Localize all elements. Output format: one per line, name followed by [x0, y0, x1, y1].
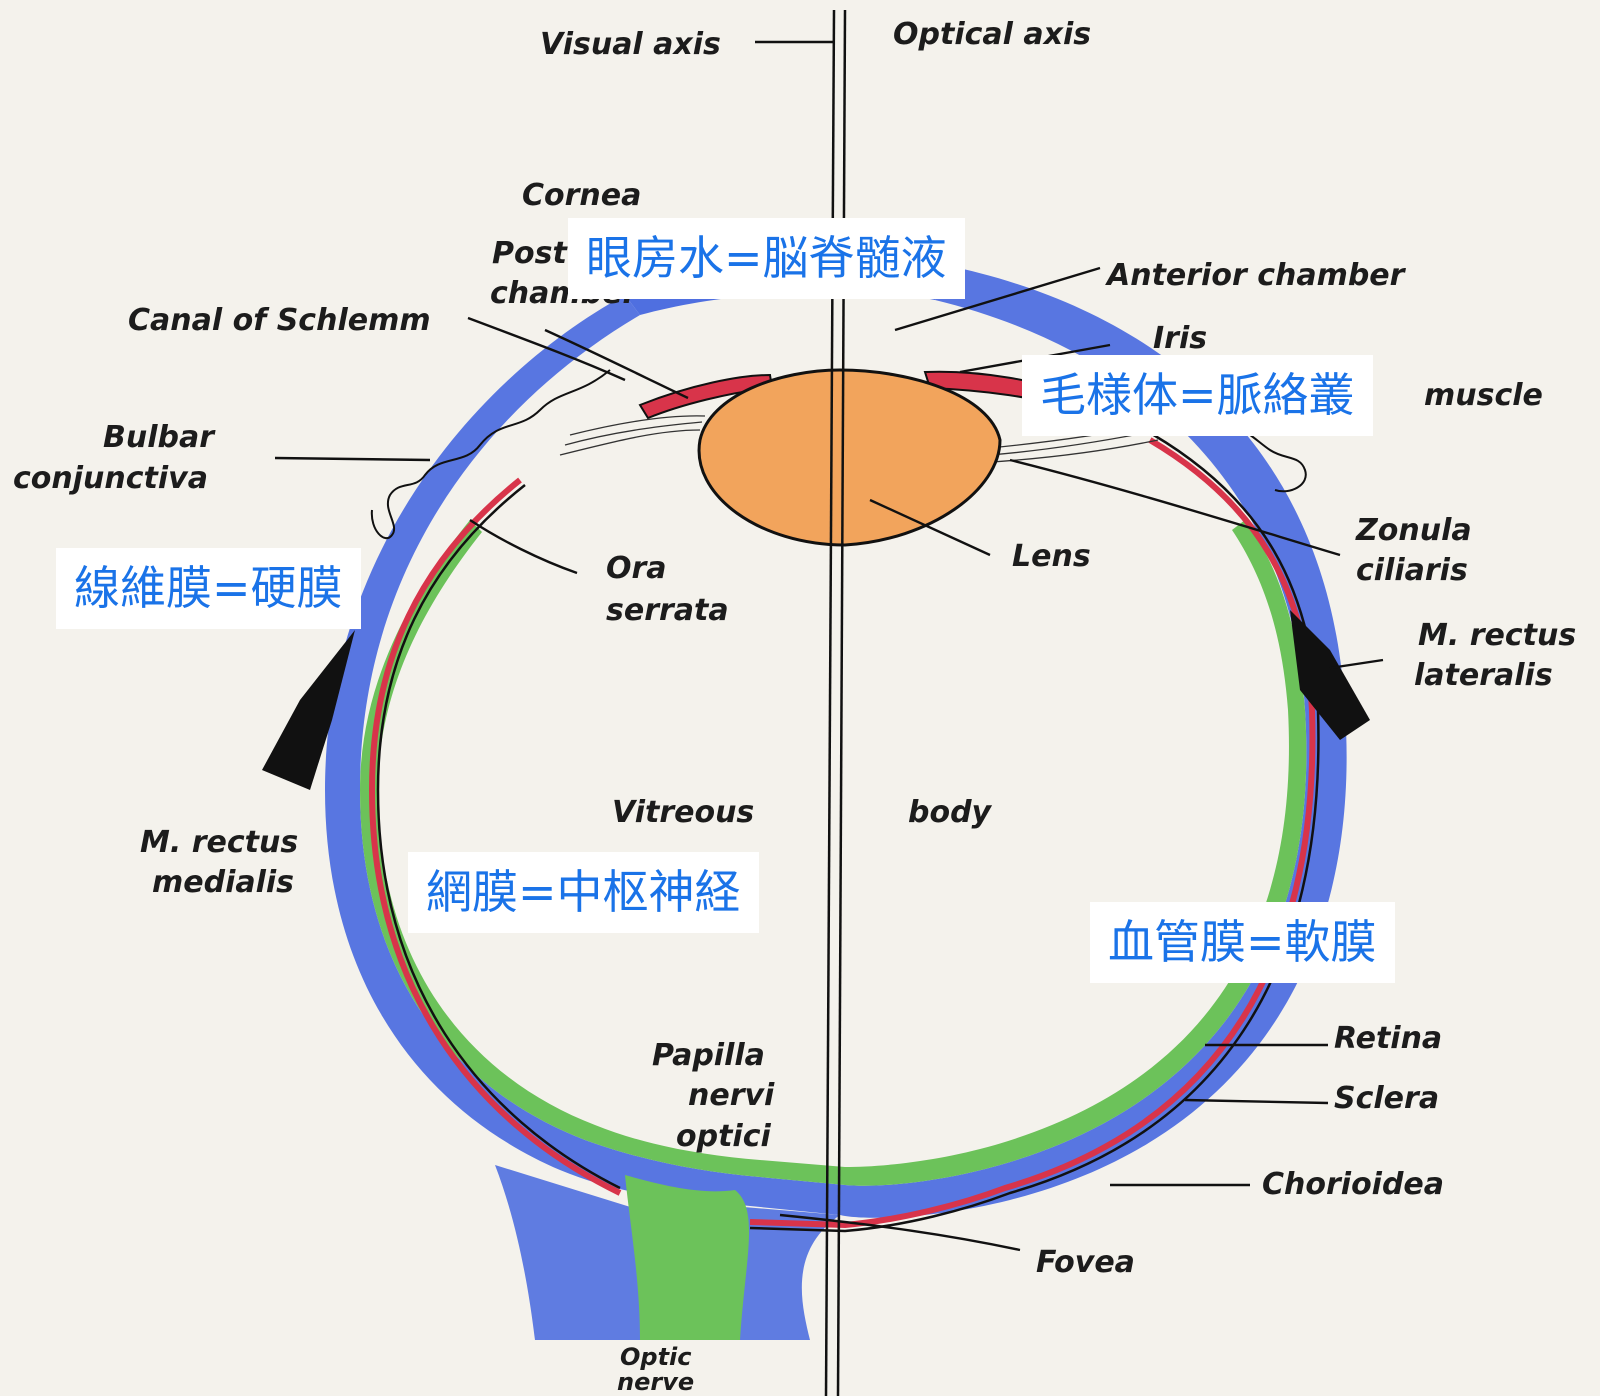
label-papilla-2: nervi: [688, 1078, 775, 1113]
label-rectus-lateralis-1: M. rectus: [1418, 618, 1576, 653]
label-optical-axis: Optical axis: [893, 17, 1091, 52]
label-papilla-3: optici: [676, 1119, 771, 1154]
label-optic-nerve-2: nerve: [617, 1368, 694, 1396]
label-bulbar-conjunctiva-2: conjunctiva: [13, 461, 208, 496]
annotation-fibrous-tunic: 線維膜=硬膜: [56, 548, 361, 629]
label-zonula-2: ciliaris: [1356, 553, 1468, 588]
label-sclera: Sclera: [1334, 1081, 1439, 1116]
label-bulbar-conjunctiva-1: Bulbar: [103, 420, 216, 455]
label-cornea: Cornea: [522, 178, 641, 213]
label-zonula-1: Zonula: [1355, 513, 1472, 548]
label-vitreous: Vitreous: [612, 795, 754, 830]
label-visual-axis: Visual axis: [540, 27, 721, 62]
label-posterior-chamber-1: Post: [492, 236, 568, 271]
label-fovea: Fovea: [1036, 1245, 1135, 1280]
label-optic-nerve-1: Optic: [620, 1343, 692, 1371]
annotation-vascular-tunic: 血管膜=軟膜: [1090, 902, 1395, 983]
label-ora-serrata-1: Ora: [606, 551, 667, 586]
label-canal-of-schlemm: Canal of Schlemm: [128, 303, 431, 338]
optic-nerve-core: [625, 1175, 749, 1340]
label-rectus-medialis-2: medialis: [152, 865, 294, 900]
label-ora-serrata-2: serrata: [606, 593, 729, 628]
label-body: body: [908, 795, 993, 830]
label-chorioidea: Chorioidea: [1262, 1167, 1444, 1202]
label-ciliary-muscle: muscle: [1424, 378, 1543, 413]
label-rectus-lateralis-2: lateralis: [1414, 658, 1553, 693]
annotation-ciliary-body: 毛様体=脈絡叢: [1022, 355, 1373, 436]
label-rectus-medialis-1: M. rectus: [140, 825, 298, 860]
label-lens: Lens: [1012, 539, 1091, 574]
label-retina: Retina: [1334, 1021, 1442, 1056]
annotation-aqueous-humor: 眼房水=脳脊髄液: [568, 218, 965, 299]
lens: [699, 370, 1000, 545]
label-iris: Iris: [1153, 321, 1207, 356]
label-papilla-1: Papilla: [652, 1038, 765, 1073]
annotation-retina-cns: 網膜=中枢神経: [408, 852, 759, 933]
label-anterior-chamber: Anterior chamber: [1105, 258, 1407, 293]
